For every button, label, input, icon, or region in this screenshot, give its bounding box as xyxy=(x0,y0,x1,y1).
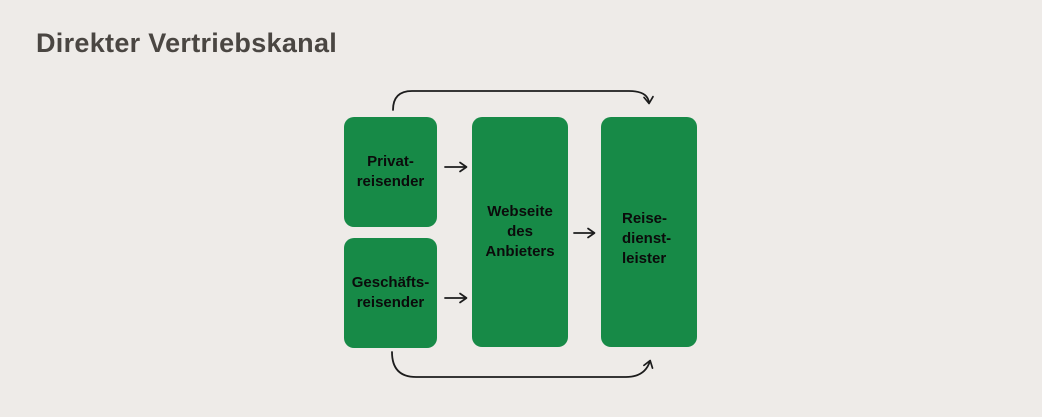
node-label-line: Anbieters xyxy=(485,243,555,260)
node-geschaeftsreisender: Geschäfts- reisender xyxy=(344,238,437,348)
node-privatreisender: Privat- reisender xyxy=(344,117,437,227)
node-label-line: Reise- xyxy=(622,210,668,227)
node-label-line: reisender xyxy=(356,173,425,190)
node-reisedienstleister: Reise- dienst- leister xyxy=(601,117,697,347)
node-label-line: Geschäfts- xyxy=(351,274,430,291)
node-label-line: reisender xyxy=(356,294,425,311)
arrow-bottom-bypass-geschaeftsreisender-to-reisedienstleister xyxy=(391,351,654,378)
node-label-line: dienst- xyxy=(622,230,672,247)
node-label-line: des xyxy=(507,223,533,240)
node-label-line: leister xyxy=(622,250,667,267)
arrow-top-bypass-privatreisender-to-reisedienstleister xyxy=(392,90,654,111)
page-title: Direkter Vertriebskanal xyxy=(36,28,338,58)
node-label-line: Privat- xyxy=(367,153,414,170)
node-label-line: Webseite xyxy=(487,203,553,220)
node-webseite-des-anbieters: Webseite des Anbieters xyxy=(472,117,568,347)
